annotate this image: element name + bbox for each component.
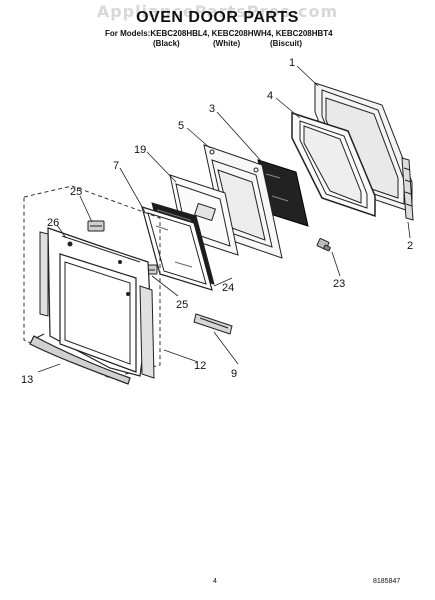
document-number: 8185847 [373, 578, 401, 585]
variant-biscuit: (Biscuit) [270, 39, 302, 48]
part-hinge-strip [401, 157, 414, 221]
part-clip [316, 238, 331, 252]
watermark-text: AppliancePartsPros.com [96, 2, 339, 21]
part-left-side-trim [39, 231, 49, 317]
callout-23: 23 [333, 278, 345, 290]
callout-25-lower: 25 [176, 299, 188, 311]
callout-26: 26 [47, 217, 59, 229]
variant-white: (White) [213, 39, 241, 48]
part-door-gasket [291, 111, 376, 218]
part-door-handle [29, 333, 131, 385]
callout-4: 4 [267, 90, 273, 102]
part-right-side-trim [139, 285, 155, 379]
callout-5: 5 [178, 120, 184, 132]
callout-9: 9 [231, 368, 237, 380]
callout-19: 19 [134, 144, 146, 156]
part-vent-trim [193, 313, 233, 335]
assembled-door-outline [23, 185, 161, 379]
variant-black: (Black) [153, 39, 180, 48]
callout-25-upper: 25 [70, 186, 82, 198]
page-number: 4 [213, 578, 217, 585]
part-outer-glass [141, 206, 213, 291]
callout-labels: 1 2 3 4 5 7 9 12 13 19 23 24 25 25 26 [21, 57, 413, 386]
callout-3: 3 [209, 103, 215, 115]
leader-lines [37, 65, 411, 373]
callout-7: 7 [113, 160, 119, 172]
callout-2: 2 [407, 240, 413, 252]
model-list: For Models:KEBC208HBL4, KEBC208HWH4, KEB… [105, 29, 333, 38]
page-title: OVEN DOOR PARTS [136, 9, 299, 26]
callout-1: 1 [289, 57, 295, 69]
callout-24: 24 [222, 282, 234, 294]
part-outer-door-panel [47, 227, 151, 377]
callout-13: 13 [21, 374, 33, 386]
part-bracket-upper [87, 220, 105, 232]
callout-12: 12 [194, 360, 206, 372]
